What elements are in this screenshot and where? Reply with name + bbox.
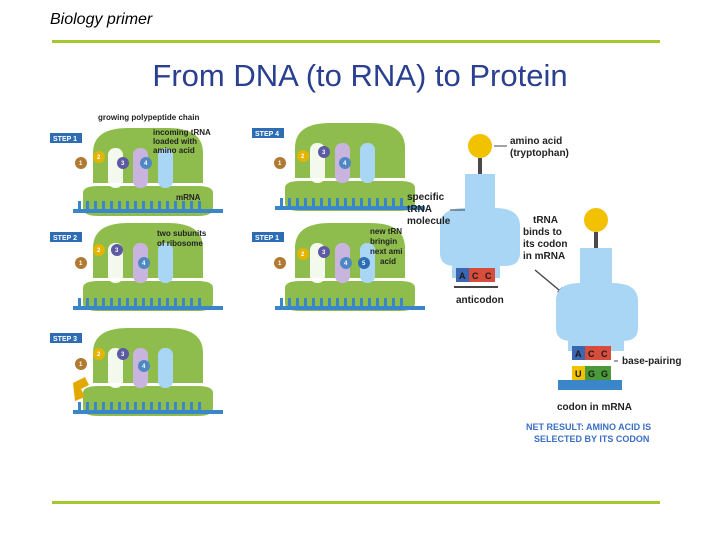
svg-text:U: U <box>575 369 582 379</box>
svg-text:C: C <box>588 349 595 359</box>
svg-text:4: 4 <box>144 161 148 167</box>
svg-text:2: 2 <box>301 154 305 160</box>
svg-text:C: C <box>472 271 479 281</box>
svg-text:2: 2 <box>97 352 101 358</box>
svg-text:acid: acid <box>380 257 396 266</box>
svg-text:A: A <box>459 271 466 281</box>
step-label: STEP 2 <box>53 235 77 242</box>
svg-text:tRNA: tRNA <box>533 215 558 226</box>
svg-text:A: A <box>575 349 582 359</box>
svg-text:tRNA: tRNA <box>407 204 432 215</box>
step-4-panel: STEP 4 1 2 3 4 <box>252 123 425 211</box>
label-anticodon: anticodon <box>456 295 504 306</box>
svg-text:G: G <box>588 369 595 379</box>
svg-text:loaded with: loaded with <box>153 137 197 146</box>
amino-acid-bead <box>75 157 87 169</box>
translation-diagram: STEP 1 1 2 3 4 growing polypeptide chain… <box>50 113 681 444</box>
svg-text:C: C <box>601 349 608 359</box>
label-growing-chain: growing polypeptide chain <box>98 113 199 122</box>
trna-molecule-diagram: A C C anticodon amino acid (tryptophan) … <box>407 134 681 444</box>
svg-text:1: 1 <box>278 261 282 267</box>
amino-acid-bead <box>93 151 105 163</box>
svg-text:amino acid: amino acid <box>153 146 195 155</box>
svg-text:G: G <box>601 369 608 379</box>
svg-text:5: 5 <box>362 261 366 267</box>
svg-text:base-pairing: base-pairing <box>622 356 681 367</box>
svg-text:2: 2 <box>97 155 101 161</box>
svg-text:2: 2 <box>97 248 101 254</box>
mrna-strand <box>558 380 622 390</box>
course-label: Biology primer <box>50 11 153 28</box>
amino-acid-icon <box>468 134 492 158</box>
svg-text:3: 3 <box>121 352 125 358</box>
svg-text:SELECTED BY ITS CODON: SELECTED BY ITS CODON <box>534 434 649 444</box>
svg-text:bringin: bringin <box>370 237 397 246</box>
top-divider <box>52 40 660 43</box>
svg-text:incoming tRNA: incoming tRNA <box>153 128 211 137</box>
svg-text:3: 3 <box>121 161 125 167</box>
svg-text:3: 3 <box>115 248 119 254</box>
step-label: STEP 4 <box>255 131 279 138</box>
svg-text:new tRN: new tRN <box>370 227 402 236</box>
svg-text:4: 4 <box>344 261 348 267</box>
svg-text:specific: specific <box>407 192 445 203</box>
step-1-panel: STEP 1 1 2 3 4 growing polypeptide chain… <box>50 113 223 216</box>
amino-acid-bead <box>117 157 129 169</box>
slide-title: From DNA (to RNA) to Protein <box>152 58 568 93</box>
svg-text:4: 4 <box>343 161 347 167</box>
svg-text:next ami: next ami <box>370 247 402 256</box>
svg-text:two subunits: two subunits <box>157 229 207 238</box>
svg-text:in mRNA: in mRNA <box>523 251 565 262</box>
amino-acid-bead <box>140 157 152 169</box>
step-2-panel: STEP 2 1 2 3 4 two subunits of ribosome <box>50 223 223 311</box>
svg-text:4: 4 <box>142 261 146 267</box>
step-label: STEP 3 <box>53 336 77 343</box>
svg-text:1: 1 <box>79 261 83 267</box>
svg-text:C: C <box>485 271 492 281</box>
svg-text:(tryptophan): (tryptophan) <box>510 148 569 159</box>
svg-text:its codon: its codon <box>523 239 567 250</box>
svg-text:NET RESULT: AMINO ACID IS: NET RESULT: AMINO ACID IS <box>526 422 651 432</box>
svg-text:3: 3 <box>322 150 326 156</box>
svg-text:2: 2 <box>301 252 305 258</box>
svg-text:1: 1 <box>79 362 83 368</box>
bottom-divider <box>52 501 660 504</box>
svg-text:4: 4 <box>142 364 146 370</box>
step-1-repeat-panel: STEP 1 1 2 3 4 5 new tRN bringin next am… <box>252 223 425 311</box>
label-codon: codon in mRNA <box>557 402 632 413</box>
svg-text:1: 1 <box>79 161 83 167</box>
step-3-panel: STEP 3 1 2 3 4 <box>50 328 223 416</box>
svg-text:binds to: binds to <box>523 227 562 238</box>
step-label: STEP 1 <box>255 235 279 242</box>
svg-text:molecule: molecule <box>407 216 451 227</box>
svg-text:amino acid: amino acid <box>510 136 562 147</box>
svg-text:1: 1 <box>278 161 282 167</box>
svg-text:3: 3 <box>322 250 326 256</box>
label-mrna: mRNA <box>176 193 201 202</box>
step-label: STEP 1 <box>53 136 77 143</box>
svg-text:of ribosome: of ribosome <box>157 239 203 248</box>
